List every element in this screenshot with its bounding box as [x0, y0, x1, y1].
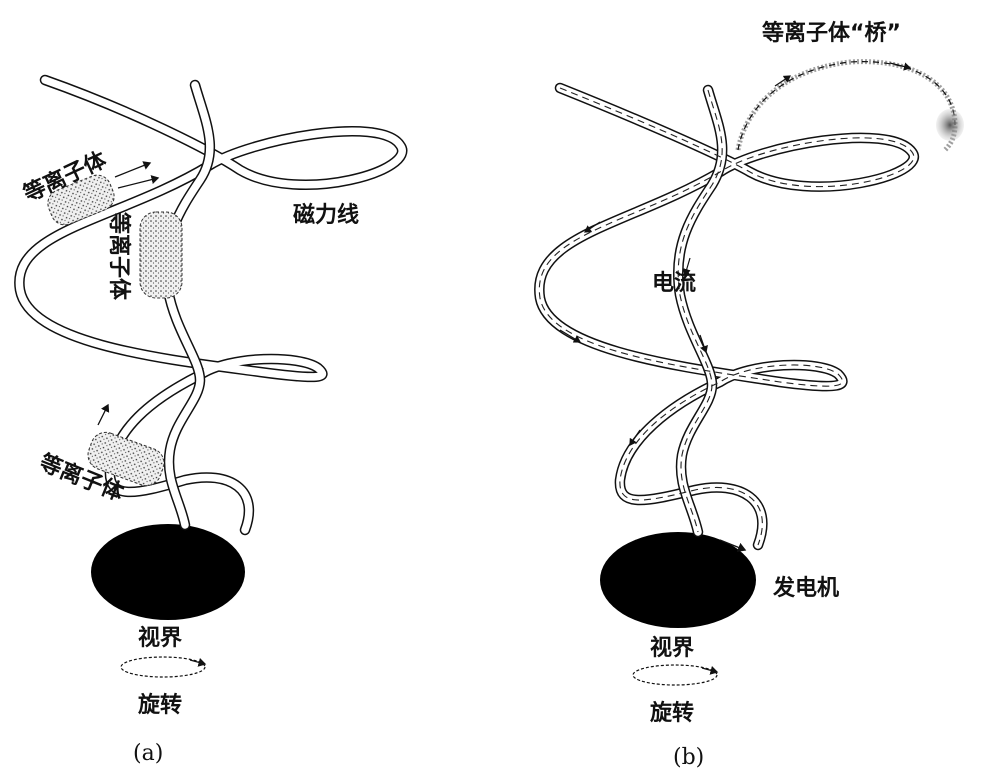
label-rotation-b: 旋转 — [650, 700, 694, 726]
generator-disk — [600, 532, 756, 628]
caption-a: (a) — [133, 741, 163, 766]
label-rotation-a: 旋转 — [138, 692, 182, 718]
plasma-blob-mid — [139, 211, 183, 299]
caption-b: (b) — [673, 745, 704, 770]
panel-b: 等离子体“桥” 电流 发电机 视界 旋转 (b) — [534, 20, 964, 770]
rotation-arrow-b — [632, 664, 719, 686]
label-photosphere-a: 视界 — [138, 625, 182, 651]
current-paths — [538, 87, 915, 552]
plasma-blobs — [47, 174, 183, 487]
label-photosphere-b: 视界 — [650, 635, 694, 661]
magnetic-field-tubes-b — [534, 82, 920, 551]
rotation-arrow — [120, 656, 207, 678]
label-plasma-bridge: 等离子体“桥” — [762, 20, 901, 46]
panel-a: 等离子体 等离子体 等离子体 磁力线 视界 旋转 (a) — [14, 74, 408, 766]
plasma-blob-top — [47, 174, 115, 226]
label-field-lines: 磁力线 — [293, 202, 359, 228]
label-generator: 发电机 — [772, 575, 839, 601]
label-current: 电流 — [652, 270, 696, 296]
black-hole-disk — [91, 524, 245, 620]
plasma-blob-bottom — [87, 431, 165, 487]
label-plasma-mid: 等离子体 — [106, 212, 132, 301]
plasma-bridge — [735, 59, 964, 152]
